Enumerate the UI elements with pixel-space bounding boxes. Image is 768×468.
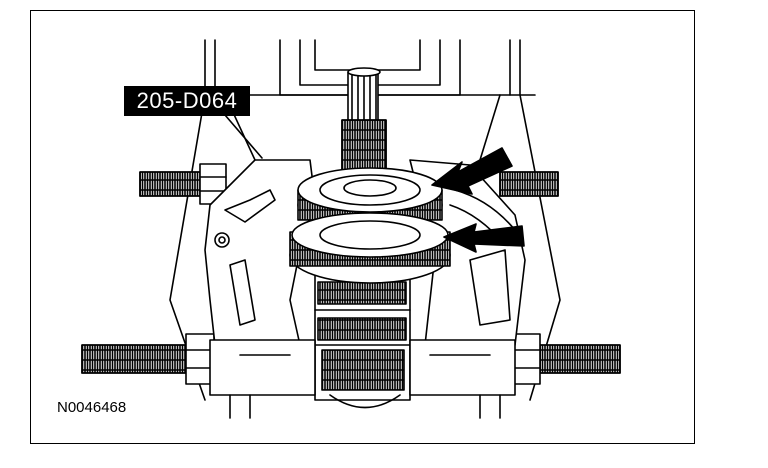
shaft (341, 67, 387, 171)
support-posts (229, 394, 501, 419)
arrow-lower (443, 223, 525, 253)
figure-id: N0046468 (57, 399, 127, 416)
label-leader-line (224, 114, 263, 159)
tool-number-label: 205-D064 (124, 86, 250, 116)
puller-base (209, 339, 516, 396)
arrow-upper (431, 147, 513, 195)
gear-lower (289, 212, 451, 284)
lower-shaft (314, 269, 411, 401)
left-upper-bolt (139, 163, 227, 205)
lower-bolt (81, 333, 621, 385)
left-puller-jaw (204, 159, 316, 346)
right-upper-bolt (499, 171, 559, 197)
